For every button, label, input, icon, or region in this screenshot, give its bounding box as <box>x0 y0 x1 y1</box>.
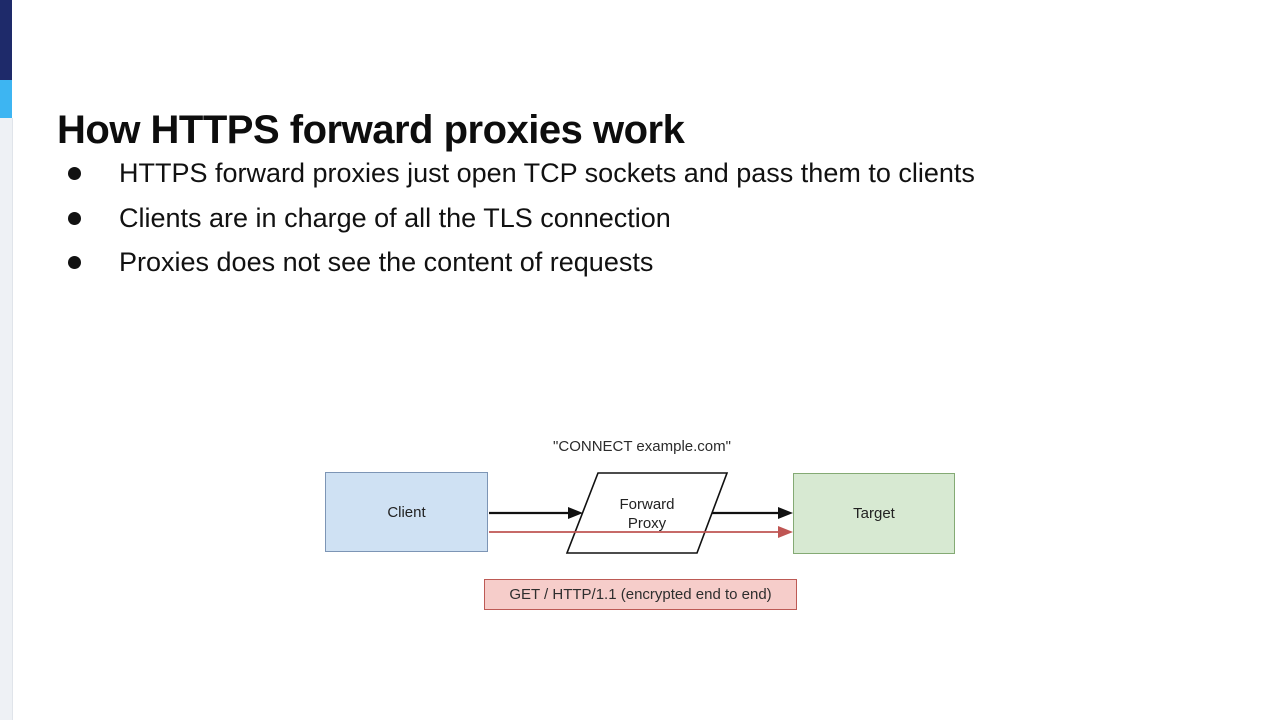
accent-bar-gray <box>0 118 13 720</box>
bullet-item: Proxies does not see the content of requ… <box>68 240 975 285</box>
client-node: Client <box>325 472 488 552</box>
forward-proxy-node <box>565 472 729 554</box>
bullet-item: HTTPS forward proxies just open TCP sock… <box>68 151 975 196</box>
forward-proxy-node-label: Forward Proxy <box>597 495 697 533</box>
bullet-icon <box>68 167 81 180</box>
diagram-shapes <box>489 472 793 554</box>
bullet-icon <box>68 256 81 269</box>
bullet-text: Proxies does not see the content of requ… <box>119 247 654 277</box>
bullet-item: Clients are in charge of all the TLS con… <box>68 196 975 241</box>
forward-proxy-label-line2: Proxy <box>627 515 667 532</box>
accent-bar-navy <box>0 0 12 80</box>
encrypted-request-label: GET / HTTP/1.1 (encrypted end to end) <box>509 586 772 603</box>
target-node-label: Target <box>853 505 895 522</box>
page-title: How HTTPS forward proxies work <box>57 107 685 152</box>
plain-arrowhead-target <box>778 507 793 519</box>
connect-message-label: "CONNECT example.com" <box>553 438 731 455</box>
accent-bar-blue <box>0 80 12 118</box>
bullet-icon <box>68 211 81 225</box>
target-node: Target <box>793 473 955 554</box>
encrypted-arrowhead-target <box>778 526 793 538</box>
forward-proxy-label-line1: Forward <box>619 496 675 513</box>
bullet-text: Clients are in charge of all the TLS con… <box>119 202 671 233</box>
bullet-text: HTTPS forward proxies just open TCP sock… <box>119 158 975 188</box>
encrypted-request-box: GET / HTTP/1.1 (encrypted end to end) <box>484 579 797 610</box>
bullet-list: HTTPS forward proxies just open TCP sock… <box>68 151 975 285</box>
client-node-label: Client <box>387 503 426 521</box>
plain-arrowhead-proxy <box>568 507 583 519</box>
